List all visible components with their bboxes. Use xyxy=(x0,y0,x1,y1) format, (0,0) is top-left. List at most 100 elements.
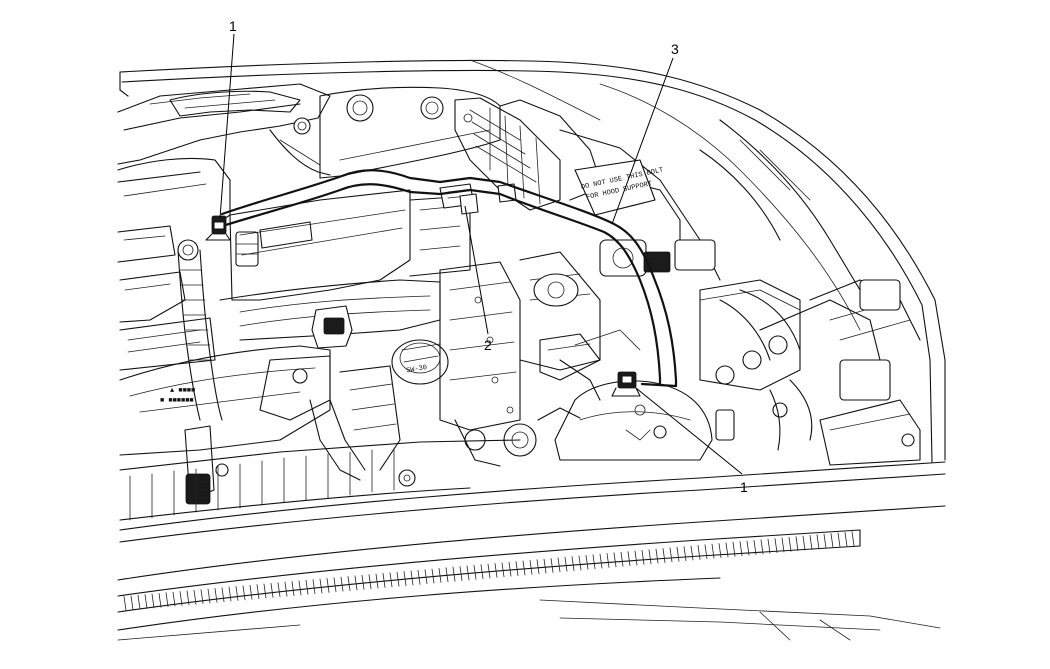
cowl-rib xyxy=(578,555,582,571)
cowl-rib xyxy=(809,535,813,550)
cowl-rib xyxy=(354,575,358,591)
cowl-rib xyxy=(396,571,400,587)
cowl-rib xyxy=(242,585,246,601)
cowl-rib xyxy=(781,537,785,553)
cowl-rib xyxy=(606,553,610,568)
cowl-rib xyxy=(165,592,169,608)
callout-3: 3 xyxy=(671,41,679,57)
cowl-rib xyxy=(459,566,463,581)
cowl-rib xyxy=(543,558,547,574)
cowl-rib xyxy=(494,563,498,578)
cowl-rib xyxy=(676,546,680,562)
cowl-rib xyxy=(382,573,386,588)
cowl-ribs xyxy=(123,531,855,611)
cowl-rib xyxy=(151,593,155,609)
cowl-rib xyxy=(683,546,687,562)
cowl-rib xyxy=(179,591,183,606)
cowl-rib xyxy=(760,539,764,555)
harness-connector xyxy=(439,183,517,215)
cowl-rib xyxy=(655,548,659,564)
cowl-rib xyxy=(256,584,260,600)
cowl-rib xyxy=(186,590,190,606)
cowl-rib xyxy=(487,563,491,579)
cowl-rib xyxy=(284,581,288,597)
cowl-rib xyxy=(718,543,722,558)
leader-1-upper xyxy=(219,33,235,219)
cowl-rib xyxy=(550,558,554,573)
cowl-rib xyxy=(508,561,512,577)
cowl-rib xyxy=(641,549,645,565)
cowl-rib xyxy=(137,594,141,610)
cowl-rib xyxy=(193,589,197,605)
cowl-rib xyxy=(585,554,589,570)
cowl-rib xyxy=(473,564,477,580)
cowl-rib xyxy=(466,565,470,581)
cowl-rib xyxy=(564,556,568,572)
cowl-rib xyxy=(375,573,379,589)
cowl-rib xyxy=(536,559,540,575)
cowl-rib xyxy=(312,579,316,595)
cowl-rib xyxy=(424,569,428,585)
cowl-rib xyxy=(844,531,848,547)
cowl-rib xyxy=(739,541,743,557)
cowl-rib xyxy=(326,578,330,593)
cowl-rib xyxy=(403,571,407,586)
cowl-rib xyxy=(389,572,393,588)
cowl-rib xyxy=(235,586,239,601)
cowl-rib xyxy=(340,576,344,592)
cowl-rib xyxy=(620,551,624,567)
cowl-rib xyxy=(767,538,771,554)
cowl-rib xyxy=(200,589,204,605)
cowl-rib xyxy=(823,533,827,549)
cowl-rib xyxy=(795,536,799,552)
engine-block: 5W-30 ■ ■■■■■■ ▲ ■■■■ xyxy=(119,189,641,505)
cowl-rib xyxy=(277,582,281,598)
callout-1-upper: 1 xyxy=(229,18,237,34)
cowl-rib xyxy=(802,535,806,551)
cowl-rib xyxy=(557,557,561,573)
front-grille-slats xyxy=(119,439,521,521)
cowl-rib xyxy=(298,580,302,596)
cowl-rib xyxy=(788,536,792,552)
cowl-rib xyxy=(144,594,148,609)
cowl-rib xyxy=(746,540,750,556)
cowl-rib xyxy=(417,569,421,585)
cowl-rib xyxy=(305,579,309,595)
cowl-rib xyxy=(172,591,176,607)
cowl-rib xyxy=(627,551,631,567)
wiring-harness xyxy=(214,169,678,388)
cowl-rib xyxy=(725,542,729,558)
cowl-rib xyxy=(690,545,694,561)
cowl-rib xyxy=(522,560,526,576)
cowl-rib xyxy=(599,553,603,569)
cowl-rib xyxy=(634,550,638,566)
cowl-rib xyxy=(263,583,267,599)
coolant-hose-left xyxy=(177,231,259,421)
cowl-rib xyxy=(249,584,253,600)
cowl-rib xyxy=(515,561,519,576)
cowl-rib xyxy=(207,588,211,604)
cowl-rib xyxy=(704,544,708,560)
cowl-rib xyxy=(480,564,484,580)
cowl-rib xyxy=(445,567,449,583)
cowl-rib xyxy=(452,566,456,582)
cowl-rib xyxy=(319,578,323,594)
cowl-rib xyxy=(214,587,218,603)
leader-3 xyxy=(611,57,674,225)
cowl-rib xyxy=(221,587,225,603)
cowl-rib xyxy=(333,577,337,593)
cowl-rib xyxy=(291,581,295,596)
cowl-rib xyxy=(123,596,127,611)
cowl-rib xyxy=(571,556,575,572)
svg-text:5W-30: 5W-30 xyxy=(406,364,428,376)
cowl-rib xyxy=(431,568,435,584)
harness-clip-lower xyxy=(611,371,641,397)
cowl-rib xyxy=(662,548,666,563)
cowl-rib xyxy=(816,534,820,550)
cowl-rib xyxy=(130,595,134,611)
callout-1-lower: 1 xyxy=(740,479,748,495)
cowl-rib xyxy=(347,576,351,591)
cowl-rib xyxy=(501,562,505,578)
svg-text:■ ■■■■■■: ■ ■■■■■■ xyxy=(160,397,194,405)
